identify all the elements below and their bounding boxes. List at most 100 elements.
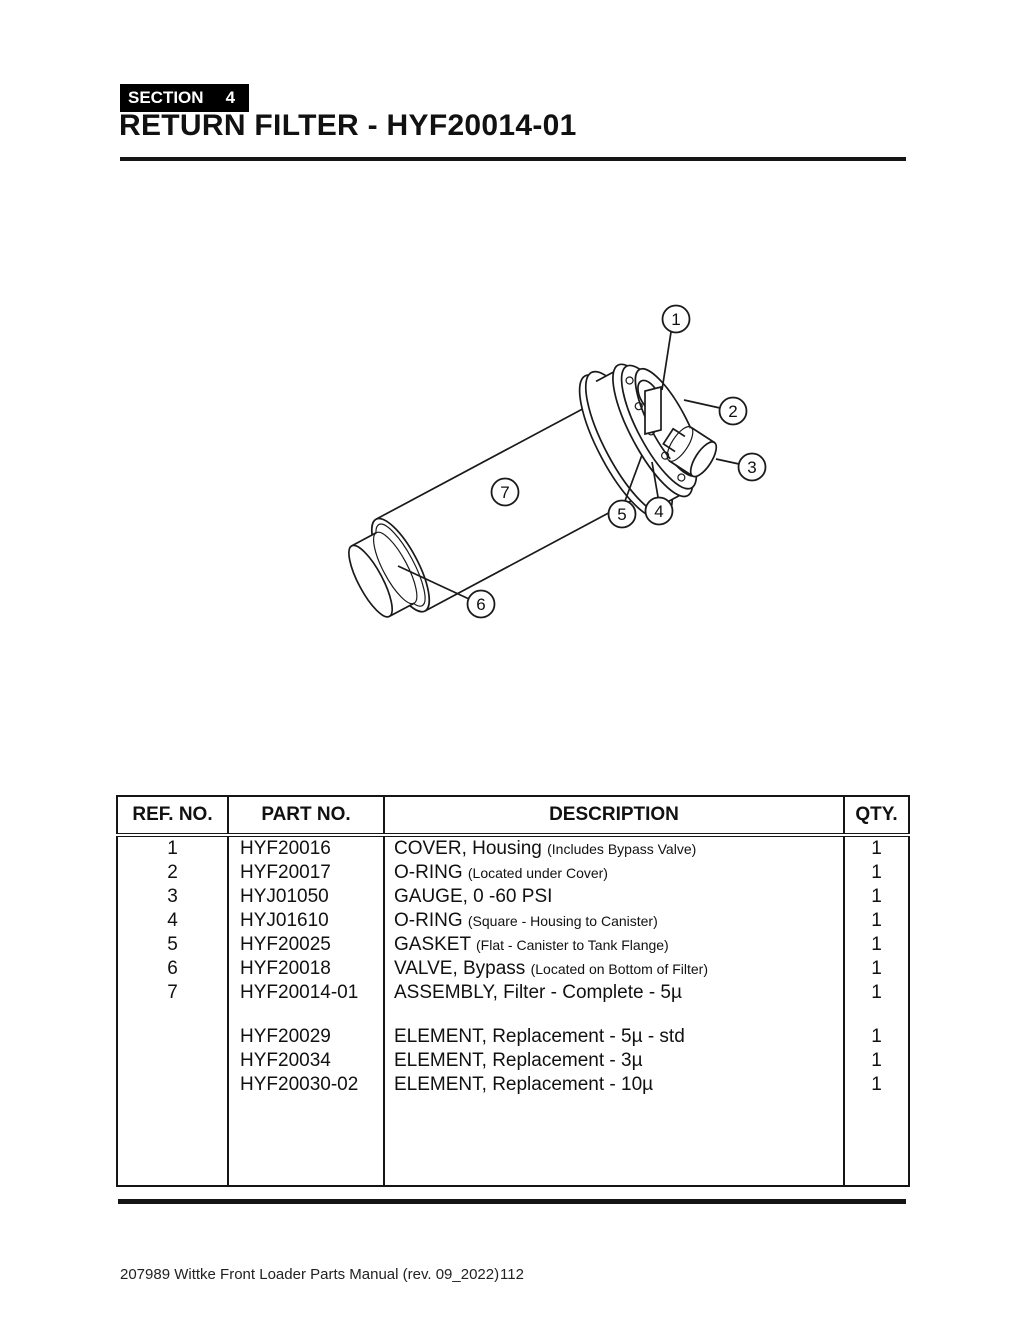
description-main: O-RING [394, 910, 463, 931]
callout-1-label: 1 [671, 310, 680, 329]
qty-cell: 1 [843, 981, 910, 1005]
description-cell: ELEMENT, Replacement - 3µ [383, 1049, 845, 1073]
description-main: ELEMENT, Replacement - 10µ [394, 1074, 654, 1095]
header-qty: QTY. [843, 795, 910, 837]
ref-no-cell: 1 [116, 835, 229, 861]
table-row: 3 HYJ01050 GAUGE, 0 -60 PSI 1 [116, 885, 910, 909]
leader-line-2 [683, 399, 721, 409]
header-ref-no: REF. NO. [116, 795, 229, 837]
ref-no-cell: 2 [116, 861, 229, 885]
description-main: ASSEMBLY, Filter - Complete - 5µ [394, 982, 682, 1003]
table-row: 2 HYF20017 O-RING (Located under Cover) … [116, 861, 910, 885]
part-no-cell: HYF20014-01 [227, 981, 385, 1005]
pressure-gauge [662, 426, 718, 478]
description-cell: ELEMENT, Replacement - 10µ [383, 1073, 845, 1097]
description-note: (Located on Bottom of Filter) [530, 961, 709, 977]
ref-no-cell: 5 [116, 933, 229, 957]
section-number: 4 [225, 88, 236, 107]
section-badge: SECTION 4 [120, 84, 250, 112]
description-main: GASKET [394, 934, 471, 955]
title-rule [120, 157, 906, 161]
callout-7: 7 [490, 477, 520, 507]
return-filter-diagram: 1 2 3 4 5 6 7 [330, 285, 790, 635]
table-spacer-row [116, 1005, 910, 1025]
qty-cell: 1 [843, 1049, 910, 1073]
description-note: (Located under Cover) [467, 865, 608, 881]
table-row: HYF20030-02 ELEMENT, Replacement - 10µ 1 [116, 1073, 910, 1097]
description-cell: O-RING (Located under Cover) [383, 861, 845, 885]
part-no-cell: HYF20030-02 [227, 1073, 385, 1097]
description-main: VALVE, Bypass [394, 958, 526, 979]
callout-1: 1 [661, 304, 691, 334]
qty-cell: 1 [843, 957, 910, 981]
parts-table: REF. NO. PART NO. DESCRIPTION QTY. 1 HYF… [116, 795, 910, 1187]
description-main: ELEMENT, Replacement - 5µ - std [394, 1026, 685, 1047]
header-description: DESCRIPTION [383, 795, 845, 837]
callout-4-label: 4 [654, 502, 663, 521]
callout-3-label: 3 [747, 458, 756, 477]
description-main: GAUGE, 0 -60 PSI [394, 886, 553, 907]
callout-6: 6 [466, 589, 496, 619]
gauge-face [689, 441, 718, 478]
footer-page-number: 112 [500, 1266, 524, 1283]
part-no-cell: HYJ01610 [227, 909, 385, 933]
cover-bolt-icon [677, 473, 686, 482]
ref-no-cell: 3 [116, 885, 229, 909]
qty-cell: 1 [843, 861, 910, 885]
footer-manual-label: 207989 Wittke Front Loader Parts Manual … [120, 1266, 500, 1283]
qty-cell: 1 [843, 1073, 910, 1097]
description-cell: ASSEMBLY, Filter - Complete - 5µ [383, 981, 845, 1005]
ref-no-cell: 6 [116, 957, 229, 981]
description-note: (Square - Housing to Canister) [467, 913, 658, 929]
description-cell: ELEMENT, Replacement - 5µ - std [383, 1025, 845, 1049]
bypass-valve-end-cap [351, 532, 415, 617]
description-main: ELEMENT, Replacement - 3µ [394, 1050, 643, 1071]
part-no-cell: HYJ01050 [227, 885, 385, 909]
leader-line-1 [661, 331, 672, 391]
header-part-no: PART NO. [227, 795, 385, 837]
page-title: RETURN FILTER - HYF20014-01 [119, 109, 577, 142]
part-no-cell: HYF20018 [227, 957, 385, 981]
table-row: HYF20034 ELEMENT, Replacement - 3µ 1 [116, 1049, 910, 1073]
table-row: HYF20029 ELEMENT, Replacement - 5µ - std… [116, 1025, 910, 1049]
table-row: 1 HYF20016 COVER, Housing (Includes Bypa… [116, 835, 910, 861]
leader-line-6 [397, 565, 470, 600]
ref-no-cell [116, 1025, 229, 1049]
leader-line-3 [715, 458, 740, 465]
part-no-cell: HYF20025 [227, 933, 385, 957]
description-cell: O-RING (Square - Housing to Canister) [383, 909, 845, 933]
part-no-cell: HYF20034 [227, 1049, 385, 1073]
table-filler-row [116, 1097, 910, 1186]
filter-canister [376, 397, 653, 611]
section-label: SECTION [128, 88, 204, 107]
cover-bolt-icon [634, 402, 643, 411]
callout-3: 3 [737, 452, 767, 482]
leader-line-4 [651, 461, 659, 498]
ref-no-cell: 4 [116, 909, 229, 933]
part-no-cell: HYF20017 [227, 861, 385, 885]
description-note: (Flat - Canister to Tank Flange) [476, 937, 669, 953]
footer-rule [118, 1199, 906, 1204]
description-cell: GAUGE, 0 -60 PSI [383, 885, 845, 909]
exploded-view-drawing: 1 2 3 4 5 6 7 [348, 304, 767, 619]
cover-bolt-icon [661, 451, 670, 460]
part-no-cell: HYF20016 [227, 835, 385, 861]
callout-2-label: 2 [728, 402, 737, 421]
ref-no-cell [116, 1049, 229, 1073]
description-cell: VALVE, Bypass (Located on Bottom of Filt… [383, 957, 845, 981]
qty-cell: 1 [843, 835, 910, 861]
part-no-cell: HYF20029 [227, 1025, 385, 1049]
description-cell: GASKET (Flat - Canister to Tank Flange) [383, 933, 845, 957]
description-cell: COVER, Housing (Includes Bypass Valve) [383, 835, 845, 861]
description-main: COVER, Housing [394, 838, 542, 859]
qty-cell: 1 [843, 933, 910, 957]
callout-2: 2 [718, 396, 748, 426]
callout-6-label: 6 [476, 595, 485, 614]
cover-bolt-icon [625, 376, 634, 385]
callout-5: 5 [607, 499, 637, 529]
qty-cell: 1 [843, 885, 910, 909]
leader-line-5 [624, 454, 643, 502]
qty-cell: 1 [843, 909, 910, 933]
callout-5-label: 5 [617, 505, 626, 524]
table-row: 6 HYF20018 VALVE, Bypass (Located on Bot… [116, 957, 910, 981]
